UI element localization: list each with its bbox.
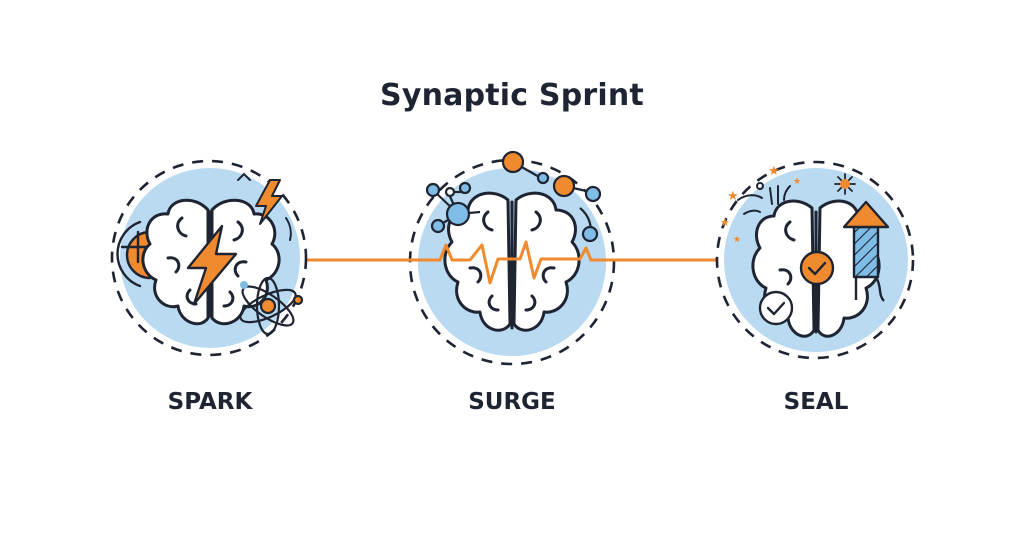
fireworks-icon: ★ ★ ★ ★ ★ [720, 164, 856, 245]
stage-label-seal: SEAL [783, 389, 849, 415]
brain-icon [443, 191, 581, 332]
stage-surge [400, 150, 620, 366]
small-lightning-icon [255, 179, 283, 225]
diagram-title: Synaptic Sprint [380, 78, 644, 113]
star-icon: ★ [733, 235, 741, 245]
star-icon: ★ [727, 189, 739, 204]
dashed-ring [408, 158, 616, 366]
stage-seal: ★ ★ ★ ★ ★ [715, 160, 915, 360]
neural-network-icon [425, 150, 602, 243]
stage-label-spark: SPARK [167, 389, 253, 415]
stage-spark [110, 159, 308, 357]
brain-icon [141, 198, 281, 326]
atom-icon [239, 276, 304, 336]
rocket-arrow-icon [842, 200, 890, 302]
dashed-ring [110, 159, 308, 357]
spark-arc-icon [237, 172, 251, 181]
stage-label-surge: SURGE [468, 389, 556, 415]
lightning-bolt-icon [186, 224, 238, 306]
dashed-ring [715, 160, 915, 360]
check-badge-icon [799, 250, 835, 286]
star-icon: ★ [720, 216, 730, 229]
star-icon: ★ [768, 164, 780, 179]
pulse-line-icon [400, 240, 620, 285]
check-circle-icon [758, 290, 794, 326]
star-icon: ★ [793, 177, 801, 187]
